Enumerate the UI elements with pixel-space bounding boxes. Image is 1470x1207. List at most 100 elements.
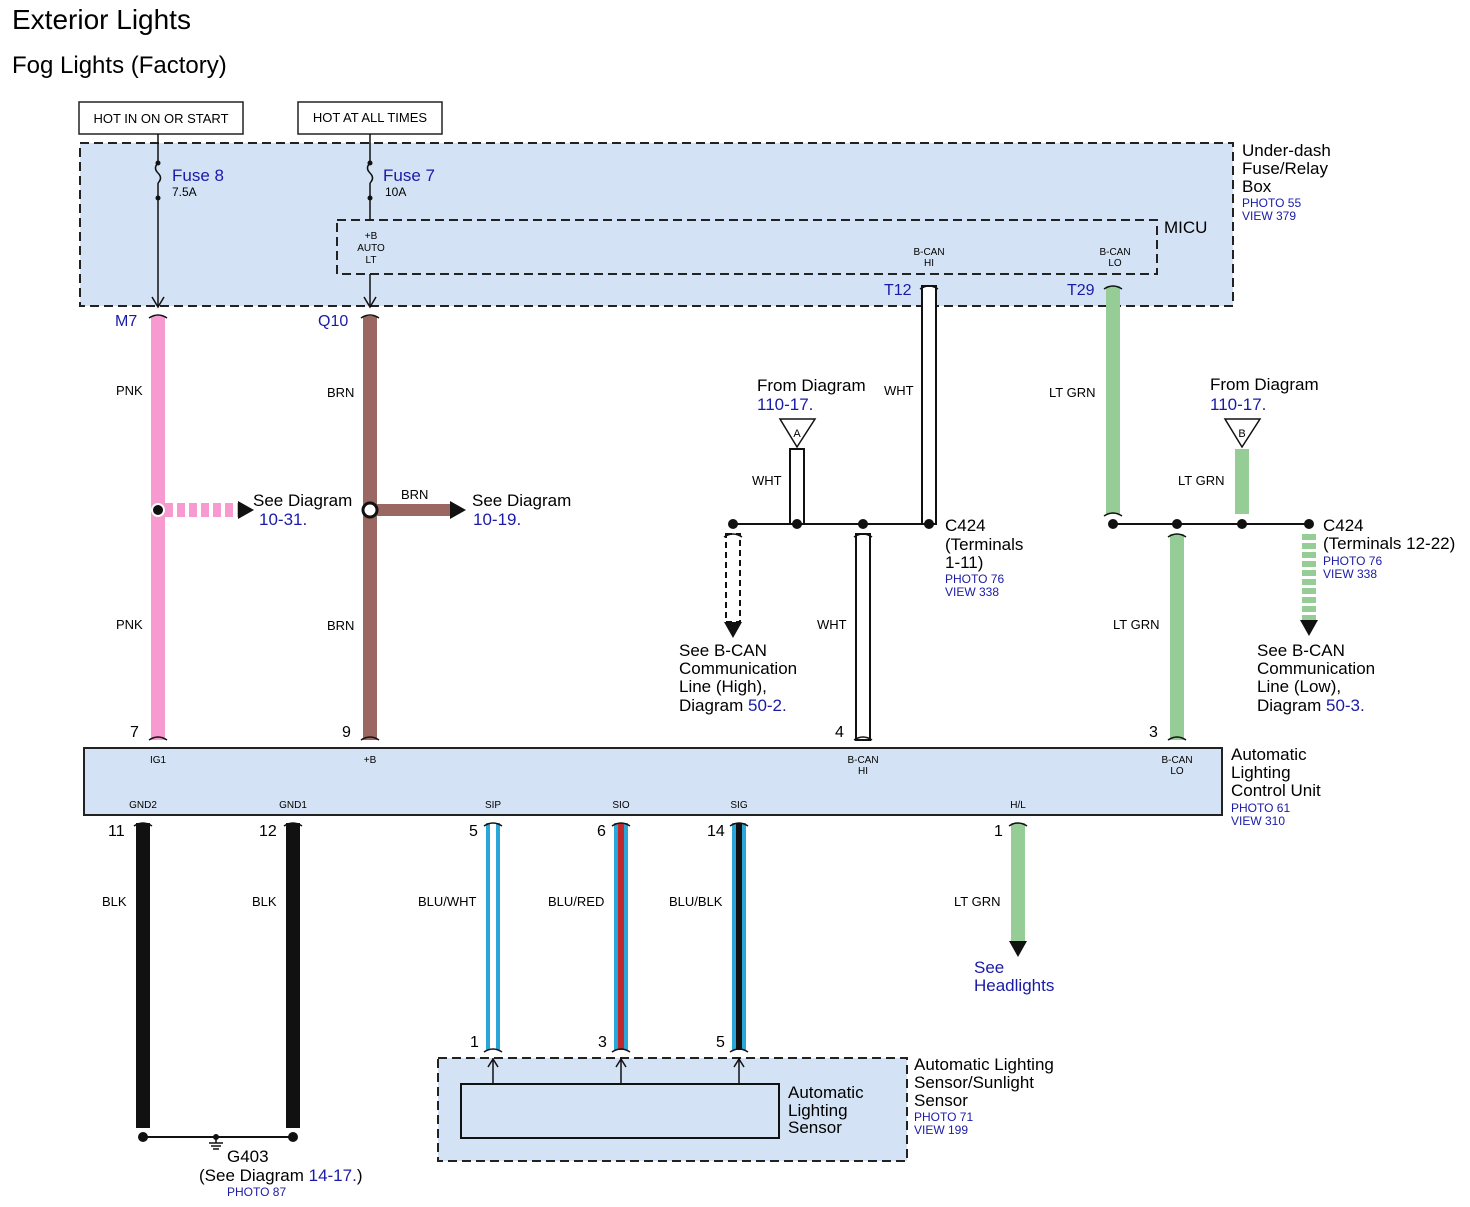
wire-label-pnk-bottom: PNK (116, 617, 143, 632)
connector-b-triangle (1223, 418, 1262, 449)
bcan-hi-2: Communication (679, 659, 797, 678)
wire-wht-t12 (921, 285, 937, 525)
bcan-lo-1: See B-CAN (1257, 641, 1345, 660)
alcu-name-2: Lighting (1231, 763, 1291, 782)
alcu-pin-hi-2: HI (858, 766, 868, 777)
fuse7-label: Fuse 7 (383, 166, 435, 185)
ref-10-31: 10-31. (259, 510, 307, 529)
wire-label-wht-t12: WHT (884, 383, 914, 398)
conn-wht-alcu-top (853, 533, 873, 538)
micu-box (336, 219, 1158, 275)
fuse8-dot-top (155, 160, 161, 166)
conn-m7 (148, 314, 168, 319)
sensor-pin-3: 3 (598, 1034, 607, 1051)
micu-pin-hi-2: HI (924, 258, 934, 269)
micu-label: MICU (1164, 218, 1207, 237)
fuse8-rating: 7.5A (172, 185, 197, 199)
wire-ltgrn-hl (1011, 823, 1025, 941)
c424-hi-view: VIEW 338 (945, 585, 999, 599)
ref-110-17-a: 110-17. (757, 395, 813, 414)
alcu-pin-ig1: IG1 (150, 755, 167, 766)
ground-dot-1 (138, 1132, 148, 1142)
wire-ltgrn-alcu (1170, 534, 1184, 740)
c424-lo-label: C424 (1323, 516, 1364, 535)
bcan-hi-1: See B-CAN (679, 641, 767, 660)
ref-110-17-b: 110-17. (1210, 395, 1266, 414)
wire-wht-bcan-hi (725, 533, 741, 623)
bus-hi-dot-1 (728, 519, 738, 529)
conn-pin5-top (483, 822, 503, 827)
see-diagram-pnk: See Diagram (253, 491, 352, 510)
sensor-photo: PHOTO 71 (914, 1110, 973, 1124)
wire-blk-gnd2 (136, 823, 150, 1128)
fuse8-label: Fuse 8 (172, 166, 224, 185)
bcan-hi-4: Diagram 50-2. (679, 696, 787, 715)
sensor-name-3: Sensor (914, 1091, 968, 1110)
wire-label-brn-top: BRN (327, 385, 354, 400)
connector-a-label: A (793, 428, 801, 440)
c424-lo-terms: (Terminals 12-22) (1323, 534, 1455, 553)
micu-b-arrow (363, 296, 377, 309)
conn-t29 (1103, 285, 1123, 290)
micu-pin-b-2: AUTO (357, 243, 385, 254)
c424-hi-photo: PHOTO 76 (945, 572, 1004, 586)
sensor-name-2: Sensor/Sunlight (914, 1073, 1034, 1092)
conn-pin14-top (729, 822, 749, 827)
alcu-pin-12: 12 (259, 823, 277, 840)
fuse-box-view: VIEW 379 (1242, 209, 1296, 223)
alcu-pin-lo-1: B-CAN (1161, 755, 1192, 766)
hot-all-label: HOT AT ALL TIMES (313, 110, 427, 125)
wire-blu-red-stripe (618, 823, 624, 1050)
from-diagram-b: From Diagram (1210, 375, 1319, 394)
alcu-pin-sig: SIG (730, 800, 747, 811)
conn-pin1-top (1008, 822, 1028, 827)
conn-t29-bottom (1103, 512, 1123, 517)
ground-g403: G403 (227, 1147, 269, 1166)
sensor-pin-1: 1 (470, 1034, 479, 1051)
alcu-view: VIEW 310 (1231, 814, 1285, 828)
wire-label-blk-1: BLK (102, 894, 127, 909)
micu-pin-b-3: LT (366, 255, 377, 266)
conn-bcan-hi (723, 533, 743, 538)
term-q10: Q10 (318, 313, 348, 330)
see-headlights-1: See (974, 958, 1004, 977)
alcu-pin-lo-2: LO (1170, 766, 1184, 777)
c424-lo-view: VIEW 338 (1323, 567, 1377, 581)
hot-all-box (297, 101, 443, 135)
conn-pin7 (148, 736, 168, 741)
sensor-box (437, 1057, 908, 1162)
bus-hi-dot-2 (792, 519, 802, 529)
fuse7-rating: 10A (385, 185, 406, 199)
see-headlights-2: Headlights (974, 976, 1054, 995)
splice-pnk (151, 503, 165, 517)
alcu-box (83, 747, 1223, 816)
micu-pin-lo-2: LO (1108, 258, 1122, 269)
wire-wht-alcu (855, 533, 871, 741)
wire-label-brn-branch: BRN (401, 487, 428, 502)
ref-10-19: 10-19. (473, 510, 521, 529)
term-t29: T29 (1067, 282, 1095, 299)
alcu-pin-b: +B (364, 755, 377, 766)
wire-ltgrn-b (1235, 449, 1249, 514)
fuse7-symbol (366, 162, 374, 184)
hot-ign-box (78, 101, 244, 135)
alcu-name-1: Automatic (1231, 745, 1307, 764)
see-diagram-brn: See Diagram (472, 491, 571, 510)
wire-wht-a (789, 448, 805, 525)
alcu-pin-6: 6 (597, 823, 606, 840)
alcu-pin-5: 5 (469, 823, 478, 840)
bus-lo-dot-4 (1304, 519, 1314, 529)
c424-hi-label: C424 (945, 516, 986, 535)
sensor-inner-box (460, 1083, 780, 1139)
alcu-pin-3: 3 (1149, 724, 1158, 741)
fuse-box-name-2: Fuse/Relay (1242, 159, 1328, 178)
wire-label-ltgrn-hl: LT GRN (954, 894, 1000, 909)
conn-pin4 (853, 736, 873, 741)
ground-photo: PHOTO 87 (227, 1185, 286, 1199)
wire-label-blk-2: BLK (252, 894, 277, 909)
wire-label-brn-bottom: BRN (327, 618, 354, 633)
bus-lo-dot-3 (1237, 519, 1247, 529)
sensor-inner-3: Sensor (788, 1118, 842, 1137)
page-subtitle: Fog Lights (Factory) (12, 52, 227, 79)
